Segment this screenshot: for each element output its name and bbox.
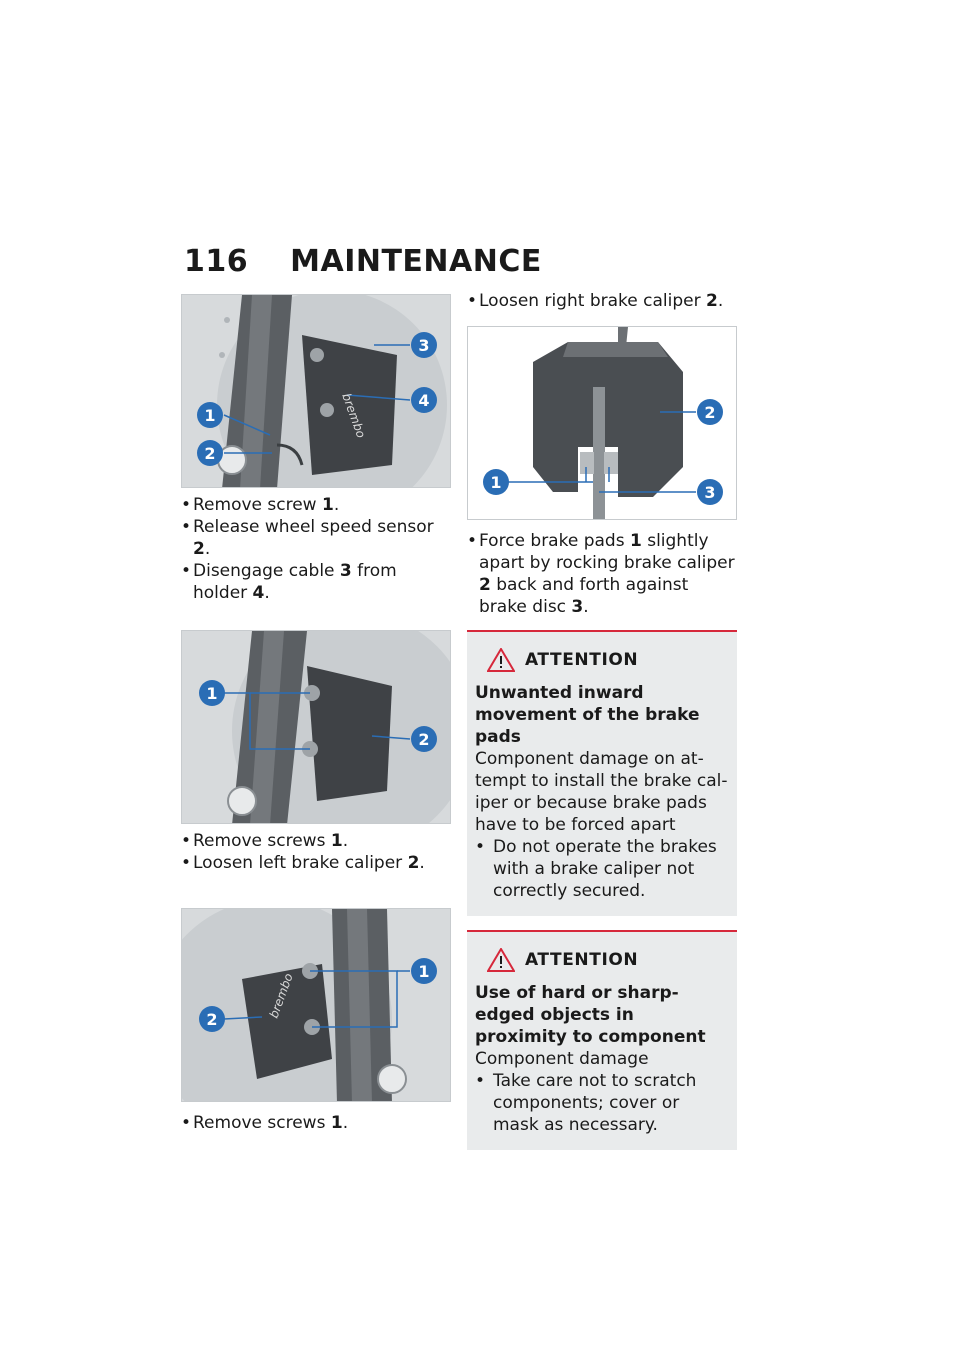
figure-wheel-sensor: 3 4 1 2 brembo <box>181 294 451 488</box>
attention-notice-2: ATTENTION Use of hard or sharp-edged obj… <box>467 930 737 1150</box>
step-remove-screws: Remove screws 1. <box>181 830 451 852</box>
step-force-pads-apart: Force brake pads 1 slightly apart by roc… <box>467 530 737 618</box>
page-number: 116 <box>184 243 249 279</box>
figure-left-caliper-illustration: 1 2 <box>182 631 450 823</box>
right-column: Loosen right brake caliper 2. 2 1 3 Forc… <box>467 290 737 1150</box>
step-remove-screw: Remove screw 1. <box>181 494 451 516</box>
callout-3: 3 <box>411 332 437 358</box>
callout-2: 2 <box>197 440 223 466</box>
svg-text:2: 2 <box>204 444 215 463</box>
notice-label: ATTENTION <box>525 950 639 970</box>
steps-list-right-0: Loosen right brake caliper 2. <box>467 290 737 312</box>
warning-triangle-icon <box>487 948 515 972</box>
svg-text:1: 1 <box>206 684 217 703</box>
callout-2: 2 <box>199 1006 225 1032</box>
svg-text:2: 2 <box>206 1010 217 1029</box>
step-release-sensor: Release wheel speed sensor 2. <box>181 516 451 560</box>
warning-triangle-icon <box>487 648 515 672</box>
notice-title: Unwanted inward movement of the brake pa… <box>475 683 700 747</box>
callout-1: 1 <box>483 469 509 495</box>
notice-text: Component damage <box>475 1049 649 1069</box>
figure-brake-pads: 2 1 3 <box>467 326 737 520</box>
steps-list-right-1: Force brake pads 1 slightly apart by roc… <box>467 530 737 618</box>
page-header: 116 MAINTENANCE <box>184 236 542 286</box>
step-disengage-cable: Disengage cable 3 from holder 4. <box>181 560 451 604</box>
figure-brake-pads-illustration: 2 1 3 <box>468 327 736 519</box>
step-loosen-right-caliper: Loosen right brake caliper 2. <box>467 290 737 312</box>
step-loosen-left-caliper: Loosen left brake caliper 2. <box>181 852 451 874</box>
left-column: 3 4 1 2 brembo Remove screw 1. Release w… <box>181 294 451 1134</box>
svg-text:1: 1 <box>418 962 429 981</box>
steps-list-3: Remove screws 1. <box>181 1112 451 1134</box>
callout-1: 1 <box>411 958 437 984</box>
notice-items: Take care not to scratch components; cov… <box>475 1070 729 1136</box>
figure-left-caliper: 1 2 <box>181 630 451 824</box>
callout-2: 2 <box>411 726 437 752</box>
svg-text:2: 2 <box>418 730 429 749</box>
step-remove-screws-2: Remove screws 1. <box>181 1112 451 1134</box>
notice-item: Take care not to scratch components; cov… <box>475 1070 729 1136</box>
figure-right-caliper-screws-illustration: 1 2 brembo <box>182 909 450 1101</box>
callout-2: 2 <box>697 399 723 425</box>
svg-text:1: 1 <box>204 406 215 425</box>
callout-1: 1 <box>197 402 223 428</box>
svg-text:2: 2 <box>704 403 715 422</box>
notice-title: Use of hard or sharp-edged objects in pr… <box>475 983 706 1047</box>
section-title: MAINTENANCE <box>290 243 542 279</box>
callout-1: 1 <box>199 680 225 706</box>
notice-label: ATTENTION <box>525 650 639 670</box>
svg-text:3: 3 <box>418 336 429 355</box>
attention-notice-1: ATTENTION Unwanted inward movement of th… <box>467 630 737 916</box>
steps-list-1: Remove screw 1. Release wheel speed sens… <box>181 494 451 604</box>
notice-items: Do not operate the brakes with a brake c… <box>475 836 729 902</box>
callout-4: 4 <box>411 387 437 413</box>
svg-text:3: 3 <box>704 483 715 502</box>
notice-header: ATTENTION <box>475 648 729 672</box>
callout-3: 3 <box>697 479 723 505</box>
notice-item: Do not operate the brakes with a brake c… <box>475 836 729 902</box>
figure-right-caliper-screws: 1 2 brembo <box>181 908 451 1102</box>
svg-text:4: 4 <box>418 391 429 410</box>
figure-wheel-sensor-illustration: 3 4 1 2 brembo <box>182 295 450 487</box>
notice-text: Component damage on at­tempt to install … <box>475 749 728 835</box>
svg-text:1: 1 <box>490 473 501 492</box>
steps-list-2: Remove screws 1. Loosen left brake calip… <box>181 830 451 874</box>
notice-header: ATTENTION <box>475 948 729 972</box>
